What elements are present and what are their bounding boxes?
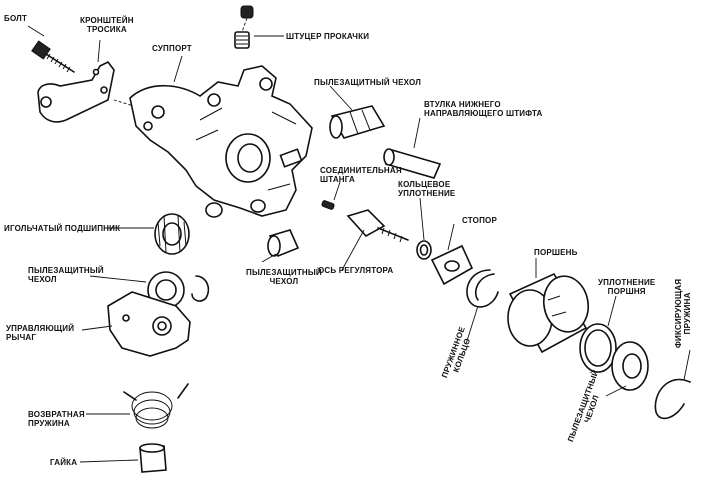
o-ring-part bbox=[416, 240, 432, 260]
label-lower-pin-sleeve: ВТУЛКА НИЖНЕГО НАПРАВЛЯЮЩЕГО ШТИФТА bbox=[424, 100, 543, 118]
retaining-spring-part bbox=[654, 378, 691, 420]
connecting-rod-part bbox=[321, 200, 335, 210]
label-o-ring: КОЛЬЦЕВОЕ УПЛОТНЕНИЕ bbox=[398, 180, 455, 198]
dust-boot-bottom-part bbox=[611, 341, 649, 391]
label-cable-bracket-line2: ТРОСИКА bbox=[86, 25, 127, 34]
label-retaining-spring-line2: ПРУЖИНА bbox=[683, 292, 692, 335]
label-dust-boot-left-line2: ЧЕХОЛ bbox=[28, 275, 57, 284]
label-dust-boot-top: ПЫЛЕЗАЩИТНЫЙ ЧЕХОЛ bbox=[314, 78, 422, 87]
label-adjuster-shaft: ОСЬ РЕГУЛЯТОРА bbox=[318, 266, 394, 275]
bolt-part bbox=[31, 40, 75, 73]
piston-seal-part bbox=[579, 323, 617, 373]
label-retaining-spring-rotated: ФИКСИРУЮЩАЯ ПРУЖИНА bbox=[674, 279, 692, 348]
label-nut: ГАЙКА bbox=[50, 458, 78, 467]
control-lever-part bbox=[107, 291, 191, 357]
label-return-spring-line1: ВОЗВРАТНАЯ bbox=[28, 410, 85, 419]
label-dust-boot-mid: ПЫЛЕЗАЩИТНЫЙ ЧЕХОЛ bbox=[246, 268, 322, 286]
bleeder-screw-part bbox=[234, 5, 254, 49]
label-connecting-rod: СОЕДИНИТЕЛЬНАЯ ШТАНГА bbox=[320, 166, 402, 184]
piston-part bbox=[507, 272, 590, 354]
label-dust-boot-left: ПЫЛЕЗАЩИТНЫЙ ЧЕХОЛ bbox=[28, 266, 104, 284]
nut-part bbox=[139, 443, 167, 473]
stopper-part bbox=[430, 244, 474, 286]
label-cable-bracket-line1: КРОНШТЕЙН bbox=[80, 16, 134, 25]
label-control-lever-line2: РЫЧАГ bbox=[6, 333, 37, 342]
return-spring-part bbox=[123, 383, 189, 429]
label-connecting-rod-line2: ШТАНГА bbox=[320, 175, 355, 184]
label-return-spring-line2: ПРУЖИНА bbox=[28, 419, 70, 428]
label-cable-bracket: КРОНШТЕЙН ТРОСИКА bbox=[80, 16, 134, 34]
label-piston-seal: УПЛОТНЕНИЕ ПОРШНЯ bbox=[598, 278, 655, 296]
label-piston-seal-line2: ПОРШНЯ bbox=[607, 287, 646, 296]
spring-ring-part bbox=[466, 269, 499, 308]
label-retaining-spring-line1: ФИКСИРУЮЩАЯ bbox=[674, 278, 683, 348]
label-connecting-rod-line1: СОЕДИНИТЕЛЬНАЯ bbox=[320, 166, 402, 175]
label-o-ring-line1: КОЛЬЦЕВОЕ bbox=[398, 180, 451, 189]
label-o-ring-line2: УПЛОТНЕНИЕ bbox=[398, 189, 456, 198]
label-stopper: СТОПОР bbox=[462, 216, 497, 225]
label-dust-boot-mid-line1: ПЫЛЕЗАЩИТНЫЙ bbox=[246, 268, 322, 277]
label-dust-boot-left-line1: ПЫЛЕЗАЩИТНЫЙ bbox=[28, 266, 104, 275]
label-dust-boot-mid-line2: ЧЕХОЛ bbox=[269, 277, 299, 286]
label-control-lever: УПРАВЛЯЮЩИЙ РЫЧАГ bbox=[6, 324, 74, 342]
label-piston-seal-line1: УПЛОТНЕНИЕ bbox=[598, 278, 656, 287]
adjuster-shaft-part bbox=[346, 209, 409, 243]
guide-pin-sleeve-part bbox=[383, 148, 442, 179]
dust-boot-mid-part bbox=[267, 229, 300, 258]
label-needle-bearing: ИГОЛЬЧАТЫЙ ПОДШИПНИК bbox=[4, 224, 121, 233]
label-control-lever-line1: УПРАВЛЯЮЩИЙ bbox=[6, 324, 75, 333]
caliper-body-part bbox=[129, 65, 313, 218]
label-caliper: СУППОРТ bbox=[152, 44, 192, 53]
label-return-spring: ВОЗВРАТНАЯ ПРУЖИНА bbox=[28, 410, 85, 428]
cable-bracket-part bbox=[37, 60, 115, 123]
dust-boot-top-part bbox=[329, 105, 386, 139]
leader-lines bbox=[27, 25, 691, 463]
label-piston: ПОРШЕНЬ bbox=[534, 248, 578, 257]
label-bleeder: ШТУЦЕР ПРОКАЧКИ bbox=[286, 32, 370, 41]
label-lower-pin-sleeve-line2: НАПРАВЛЯЮЩЕГО ШТИФТА bbox=[424, 109, 543, 118]
label-lower-pin-sleeve-line1: ВТУЛКА НИЖНЕГО bbox=[424, 100, 501, 109]
needle-bearing-part bbox=[154, 213, 190, 255]
label-bolt: БОЛТ bbox=[4, 14, 28, 23]
